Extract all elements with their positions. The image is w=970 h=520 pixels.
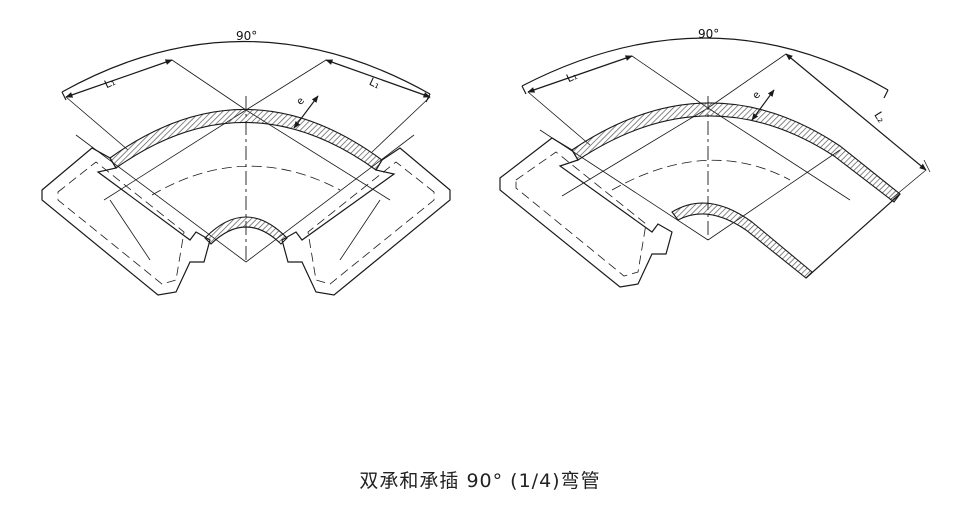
left-thickness-arrow <box>293 95 319 129</box>
left-angle-label: 90° <box>236 29 257 43</box>
left-dim-line-b <box>325 59 431 98</box>
right-elbow <box>499 37 931 288</box>
right-thickness-label: e <box>751 90 763 102</box>
right-thickness-arrow <box>751 89 775 121</box>
right-spigot-end <box>805 193 901 279</box>
right-dim-line-b <box>785 53 927 171</box>
figure-caption: 双承和承插 90° (1/4)弯管 <box>0 466 970 493</box>
right-inner-wall <box>671 202 813 279</box>
left-thickness-label: e <box>295 96 307 108</box>
left-socket-b <box>281 147 451 296</box>
left-socket-a <box>41 147 211 296</box>
left-dim-line-a <box>65 59 173 98</box>
right-outer-wall <box>571 102 901 203</box>
right-dim-a-label: L₁ <box>564 69 579 85</box>
left-dim-a-label: L₁ <box>102 75 117 91</box>
right-dim-b-label: L₂ <box>871 109 888 125</box>
figure-caption-text: 双承和承插 90° (1/4)弯管 <box>359 470 601 492</box>
right-dim-line-a <box>527 55 633 93</box>
left-inner-wall <box>204 216 288 245</box>
right-angle-label: 90° <box>698 27 719 41</box>
left-dim-b-label: L₁ <box>367 75 382 91</box>
right-socket <box>499 137 673 288</box>
right-angle-arc <box>521 37 889 91</box>
left-elbow <box>41 40 451 296</box>
